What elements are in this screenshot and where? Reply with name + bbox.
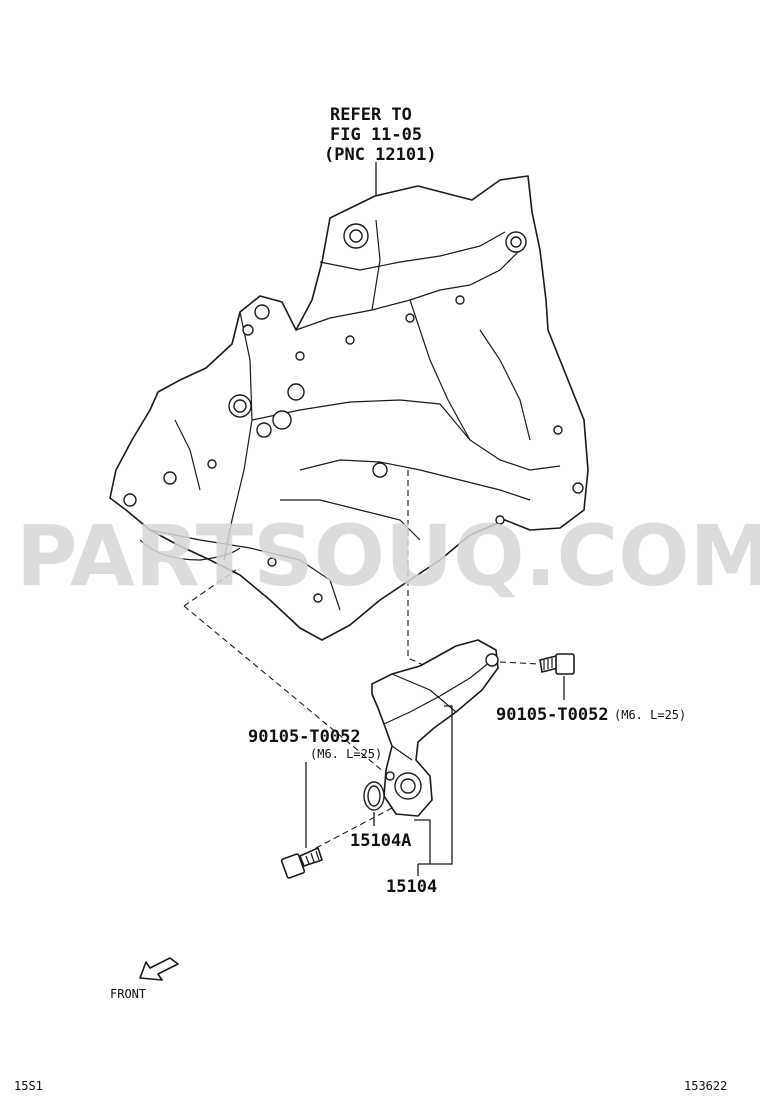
front-indicator: FRONT [110,957,179,1001]
watermark: PARTSOUQ.COM [16,507,760,605]
bolt-right [539,653,575,675]
callout-bolt-left-spec: (M6. L=25) [310,747,382,761]
leader-lines [305,162,565,876]
refer-note: REFER TO FIG 11-05 (PNC 12101) [324,105,437,165]
refer-note-line3: (PNC 12101) [324,145,437,165]
footer-left-code: 15S1 [14,1079,43,1093]
callout-bolt-left-part: 90105-T0052 [248,727,361,747]
callout-assembly-part: 15104 [386,877,437,897]
refer-note-line1: REFER TO [330,105,412,125]
callout-oring-part: 15104A [350,831,411,851]
footer-right-code: 153622 [684,1079,727,1093]
callout-bolt-right-spec: (M6. L=25) [614,708,686,722]
oil-strainer-bracket [371,639,499,817]
front-arrow-icon [139,957,179,981]
refer-note-line2: FIG 11-05 [330,125,422,145]
front-label: FRONT [110,987,146,1001]
callout-bolt-right-part: 90105-T0052 [496,705,609,725]
bolt-left [280,847,323,879]
oil-pan-housing [109,175,589,641]
o-ring [363,781,385,811]
